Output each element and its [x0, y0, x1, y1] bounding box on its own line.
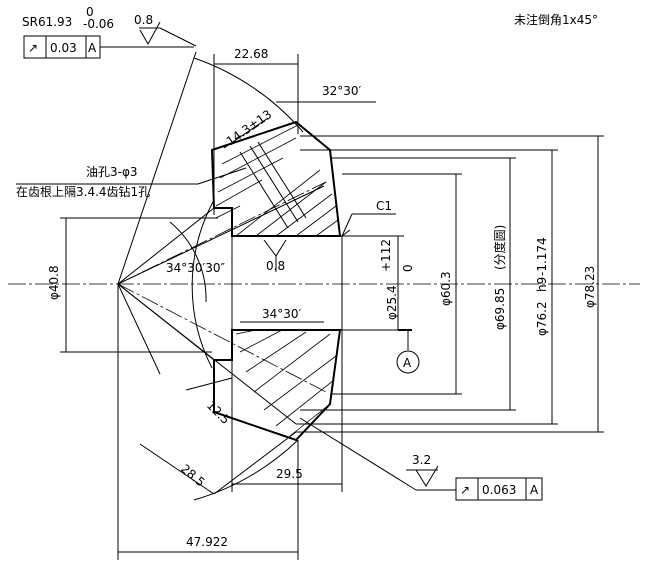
svg-text:3.2: 3.2: [412, 453, 431, 467]
svg-text:在齿根上隔3.4.4齿钻1孔: 在齿根上隔3.4.4齿钻1孔: [16, 184, 150, 199]
dim-32-30: 32°30′: [276, 84, 376, 103]
sphere-radius-lower: -0.06: [83, 17, 114, 31]
chamfer-note: 未注倒角1x45°: [514, 12, 598, 27]
dim-76-2-fit: h9: [535, 277, 549, 292]
surface-finish-top: 0.8: [134, 13, 197, 47]
pitch-cone-lines: [117, 51, 327, 425]
dim-14-3: 14.3±13: [224, 107, 275, 148]
gear-hatch-bottom: [235, 329, 337, 437]
outer-arc-bottom: [193, 439, 299, 501]
dim-12-5: 12.5: [185, 377, 233, 427]
dim-76-2-tol: -1.174: [535, 237, 549, 276]
svg-text:A: A: [88, 41, 97, 55]
dim-bore-tol-lower: 0: [401, 264, 415, 272]
dim-60-3: φ60.3: [439, 271, 453, 306]
svg-text:47.922: 47.922: [186, 535, 228, 549]
svg-text:12.5: 12.5: [204, 398, 233, 427]
svg-text:A: A: [403, 356, 412, 370]
dim-22-68: 22.68: [213, 47, 299, 215]
svg-text:29.5: 29.5: [276, 467, 303, 481]
outer-arc-top: [193, 57, 304, 133]
svg-text:34°30′30″: 34°30′30″: [166, 261, 226, 275]
dim-69-85-note: (分度圆): [492, 225, 507, 270]
angle-34-30: 34°30′: [240, 307, 324, 323]
sphere-radius-label: SR61.93: [22, 15, 72, 29]
dim-47-922: 47.922: [117, 284, 299, 560]
svg-text:0.063: 0.063: [482, 483, 516, 497]
sphere-radius-upper: 0: [86, 5, 94, 19]
gear-section-top: [210, 120, 342, 237]
svg-text:φ40.8: φ40.8: [47, 265, 61, 300]
svg-text:油孔3-φ3: 油孔3-φ3: [86, 165, 138, 179]
svg-text:28.5: 28.5: [178, 462, 207, 490]
dim-bore-tol-upper: +112: [379, 239, 393, 272]
chamfer-c1: C1: [341, 199, 396, 237]
svg-text:32°30′: 32°30′: [322, 84, 362, 98]
dim-29-5: 29.5: [231, 330, 343, 492]
angle-34-30-30: 34°30′30″: [166, 221, 226, 303]
svg-text:0.8: 0.8: [266, 259, 285, 273]
oil-hole: [239, 141, 307, 229]
dim-69-85: φ69.85: [493, 288, 507, 330]
dim-40-8: φ40.8: [47, 217, 218, 353]
runout-frame-top: ↗ 0.03 A: [23, 35, 194, 59]
svg-text:↗: ↗: [28, 41, 38, 55]
oil-hole-leader: 油孔3-φ3 在齿根上隔3.4.4齿钻1孔: [16, 165, 247, 199]
dim-bore: φ25.4: [385, 285, 399, 320]
dim-28-5: 28.5: [139, 431, 297, 495]
bore: [231, 235, 343, 331]
extension-lines-right: [296, 135, 604, 433]
surface-finish-bottom: 3.2: [299, 417, 439, 491]
svg-text:0.8: 0.8: [134, 13, 153, 27]
svg-text:22.68: 22.68: [234, 47, 268, 61]
svg-text:C1: C1: [376, 199, 392, 213]
svg-text:14.3±13: 14.3±13: [224, 107, 275, 148]
surface-finish-bore: 0.8: [263, 239, 287, 273]
runout-frame-bottom: ↗ 0.063 A: [416, 477, 543, 501]
datum-a: A: [396, 329, 420, 374]
svg-text:34°30′: 34°30′: [262, 307, 302, 321]
dim-78-23: φ78.23: [583, 266, 597, 308]
inner-back-arc: [191, 199, 215, 369]
dim-76-2: φ76.2: [535, 301, 549, 336]
svg-text:↗: ↗: [460, 483, 470, 497]
chamfer-c1-edge: [341, 229, 351, 237]
svg-text:0.03: 0.03: [50, 41, 77, 55]
diameter-dims-right: [397, 136, 599, 432]
svg-text:A: A: [530, 483, 539, 497]
